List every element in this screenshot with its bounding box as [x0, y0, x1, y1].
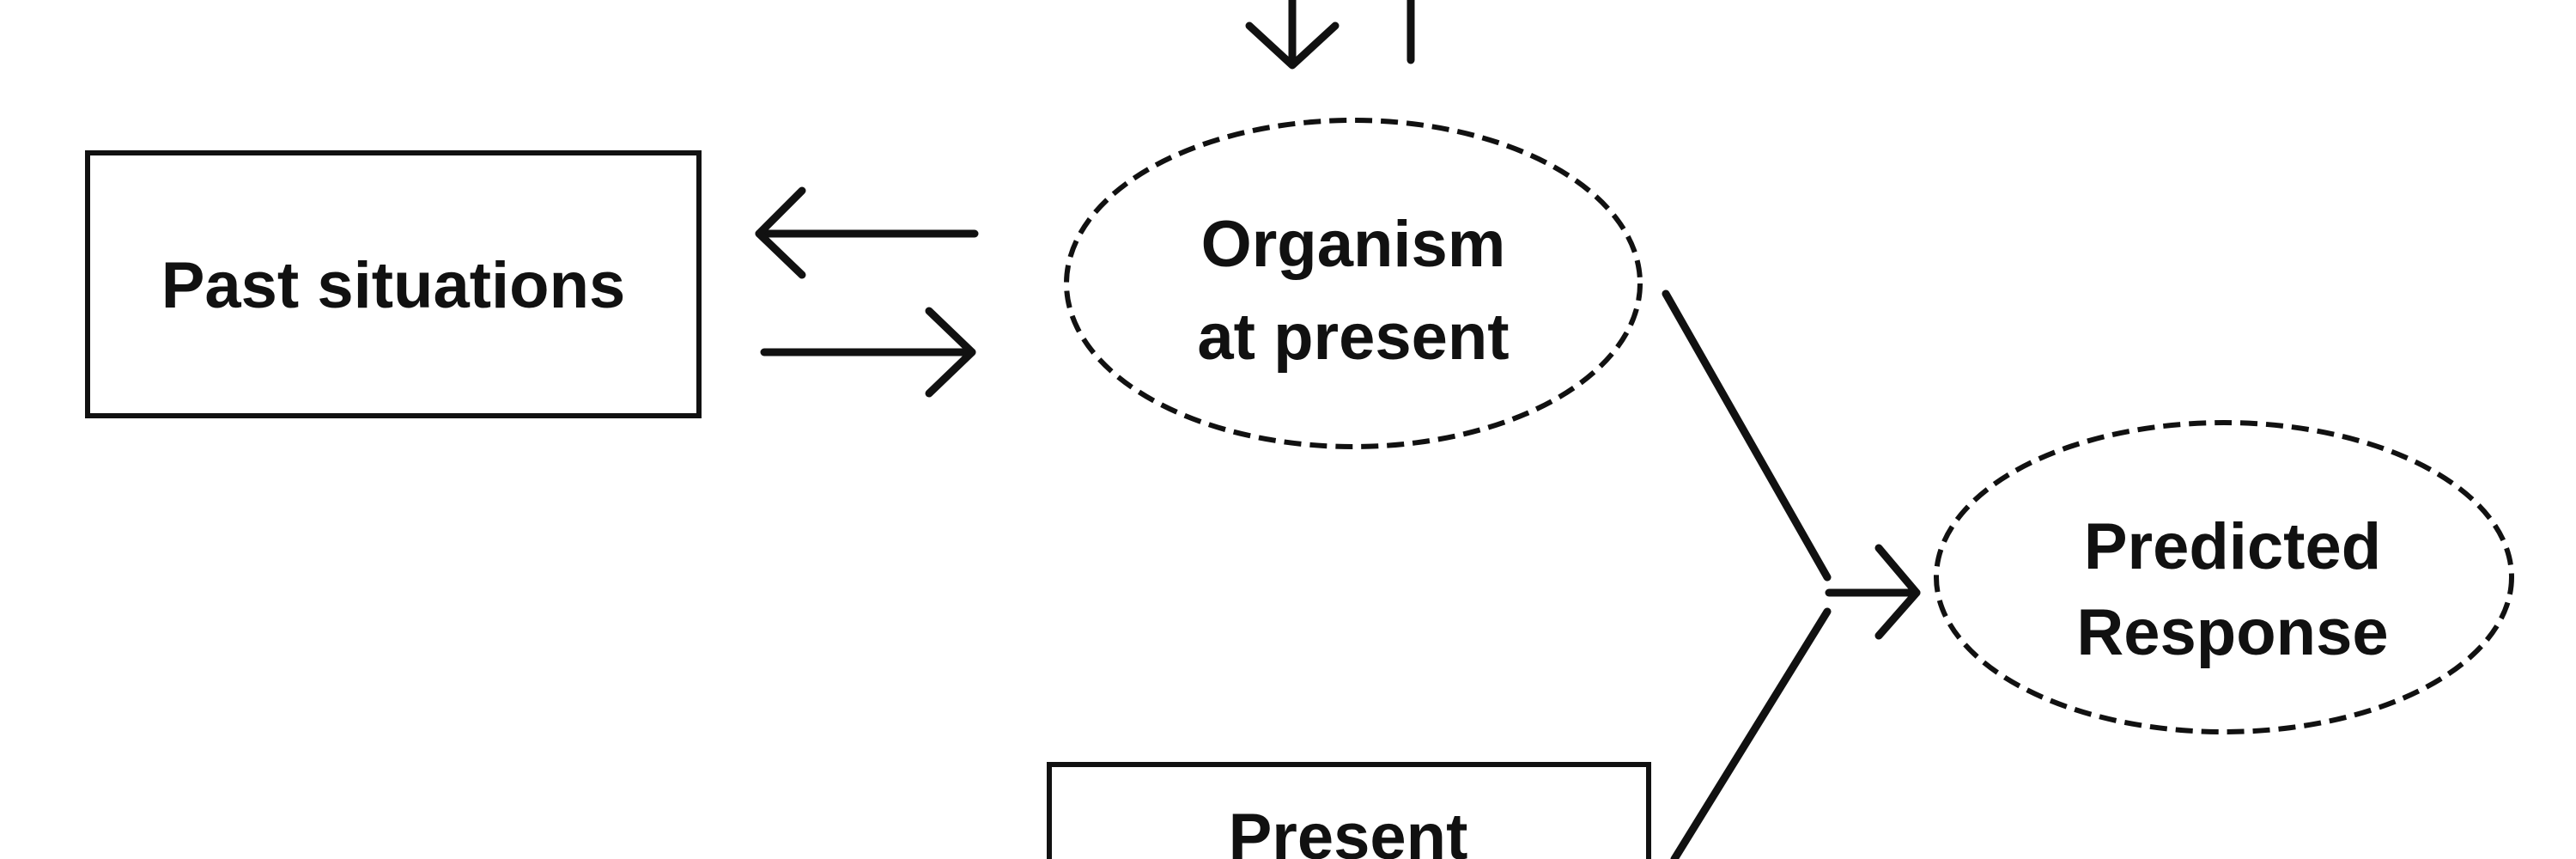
- present-node: Present: [1047, 762, 1651, 859]
- arrow-to-predicted-response: [1825, 544, 1921, 640]
- predicted-response-ellipse: [1934, 420, 2514, 734]
- arrow-past-to-organism: [760, 307, 976, 398]
- past-situations-node: Past situations: [85, 150, 702, 418]
- predicted-response-label-line2: Response: [2076, 596, 2388, 669]
- arrow-organism-to-past: [755, 186, 979, 279]
- past-situations-label: Past situations: [161, 249, 626, 322]
- organism-label-line2: at present: [1197, 301, 1509, 374]
- present-box: [1047, 762, 1651, 859]
- organism-to-junction-line: [1662, 289, 1832, 582]
- present-to-junction-line: [1670, 607, 1832, 859]
- predicted-response-label-line1: Predicted: [2084, 510, 2381, 583]
- organism-ellipse: [1064, 118, 1643, 449]
- organism-at-present-node: Organism at present: [1064, 118, 1643, 449]
- present-label: Present: [1229, 801, 1468, 859]
- top-down-arrow: [1245, 0, 1340, 70]
- predicted-response-node: Predicted Response: [1934, 420, 2514, 734]
- organism-label-line1: Organism: [1201, 208, 1506, 281]
- past-situations-box: [85, 150, 702, 418]
